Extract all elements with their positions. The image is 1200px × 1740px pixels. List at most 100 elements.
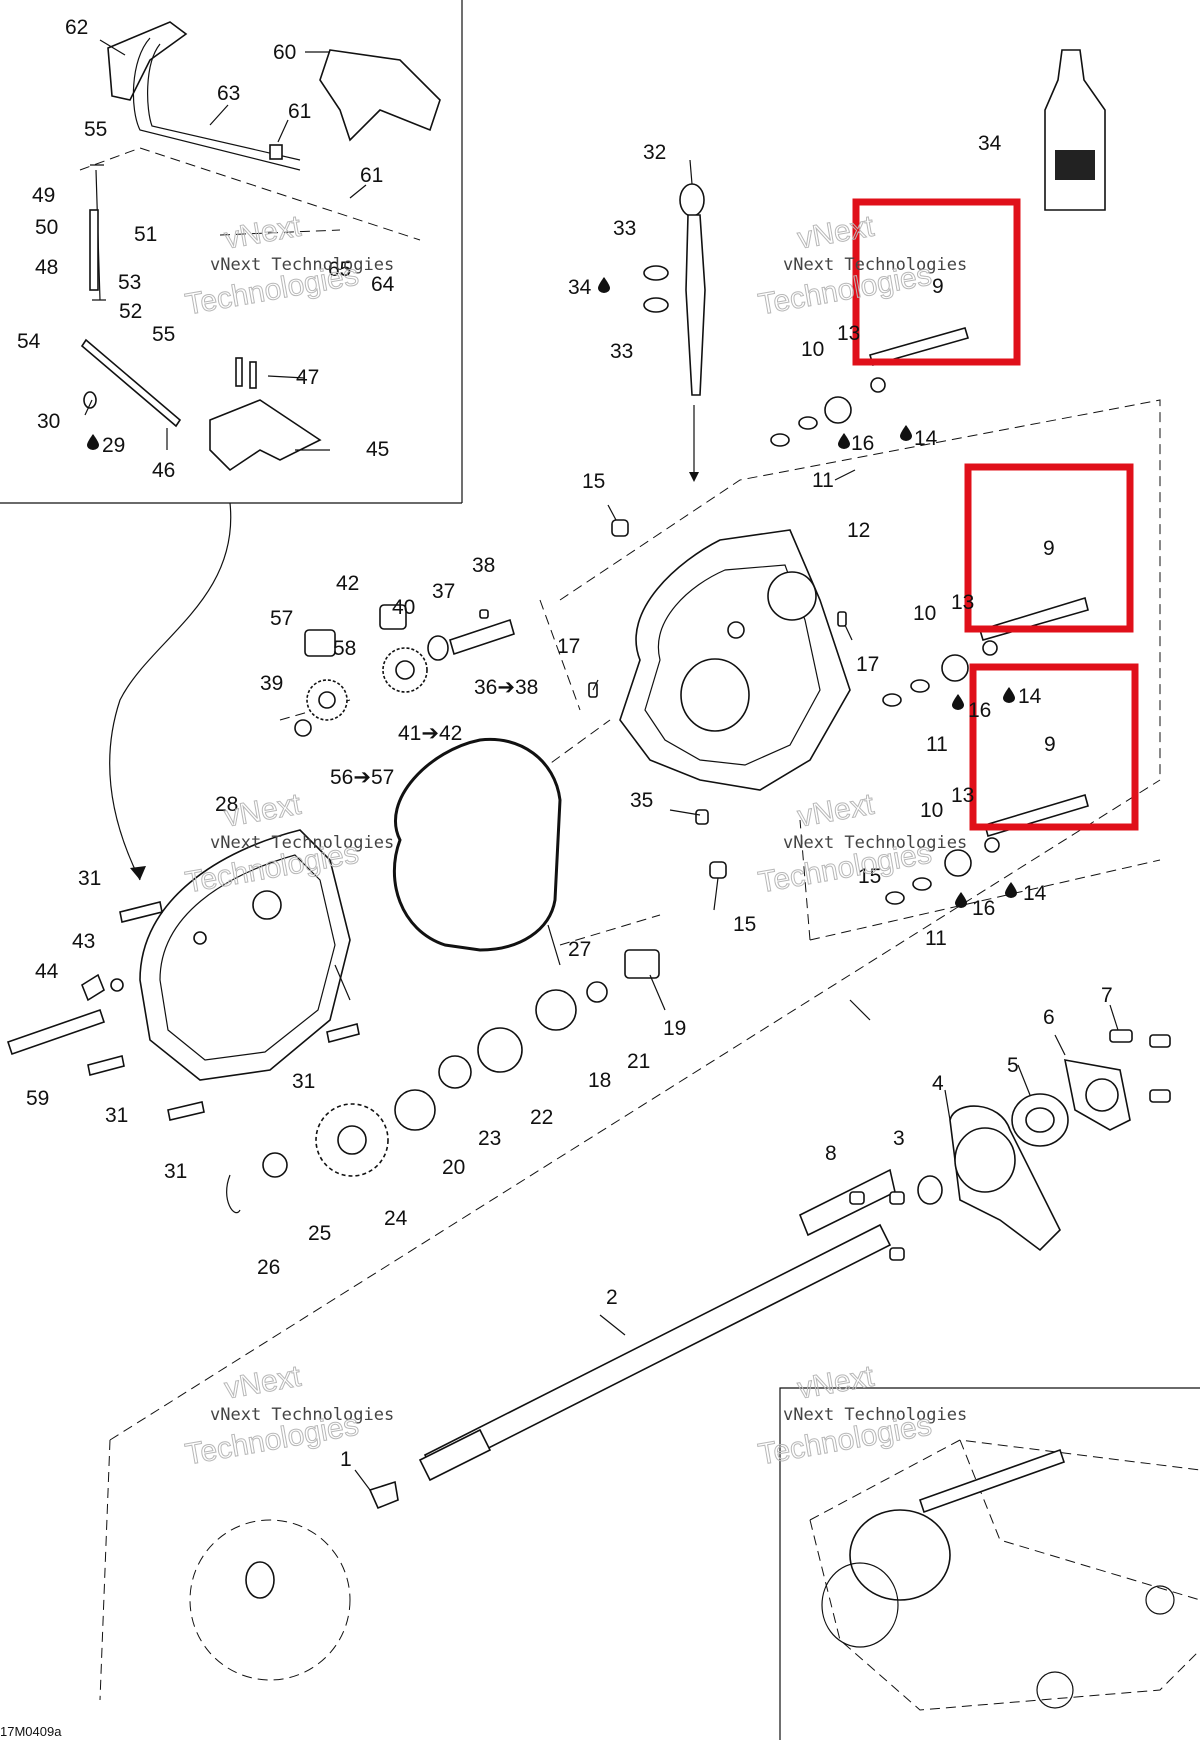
label-23: 23 xyxy=(478,1127,501,1150)
label-10: 10 xyxy=(920,799,943,822)
label-65: 65 xyxy=(328,258,351,281)
label-31: 31 xyxy=(78,867,101,890)
label-13: 13 xyxy=(951,591,974,614)
label-13: 13 xyxy=(951,784,974,807)
label-11: 11 xyxy=(925,927,947,950)
label-55: 55 xyxy=(152,323,175,346)
label-54: 54 xyxy=(17,330,41,353)
watermarks: vNext Technologies vNext Technologies vN… xyxy=(182,209,967,1472)
svg-text:vNext Technologies: vNext Technologies xyxy=(783,1405,967,1425)
label-30: 30 xyxy=(37,410,60,433)
label-19: 19 xyxy=(663,1017,686,1040)
label-13: 13 xyxy=(837,322,860,345)
label-38: 38 xyxy=(472,554,495,577)
label-55: 55 xyxy=(84,118,107,141)
label-11: 11 xyxy=(812,469,834,492)
shift-lever-62 xyxy=(107,21,188,101)
label-32: 32 xyxy=(643,141,666,164)
shift-linkage-inset xyxy=(0,0,463,881)
label-52: 52 xyxy=(119,300,142,323)
label-14: 14 xyxy=(914,427,938,450)
label-8: 8 xyxy=(825,1142,837,1165)
svg-text:vNext Technologies: vNext Technologies xyxy=(783,833,967,853)
label-2: 2 xyxy=(606,1286,618,1309)
label-31: 31 xyxy=(292,1070,315,1093)
label-16: 16 xyxy=(968,699,991,722)
label-17: 17 xyxy=(856,653,879,676)
label-63: 63 xyxy=(217,82,240,105)
label-45: 45 xyxy=(366,438,389,461)
label-51: 51 xyxy=(134,223,157,246)
label-1: 1 xyxy=(340,1448,352,1471)
label-9: 9 xyxy=(1044,733,1056,756)
label-48: 48 xyxy=(35,256,58,279)
drop-icon xyxy=(955,892,967,908)
label-29: 29 xyxy=(102,434,125,457)
label-15: 15 xyxy=(582,470,605,493)
label-47: 47 xyxy=(296,366,319,389)
label-40: 40 xyxy=(392,596,415,619)
label-31: 31 xyxy=(105,1104,128,1127)
label-4: 4 xyxy=(932,1072,944,1095)
label-59: 59 xyxy=(26,1087,49,1110)
svg-text:vNext Technologies: vNext Technologies xyxy=(210,833,394,853)
label-39: 39 xyxy=(260,672,283,695)
label-17: 17 xyxy=(557,635,580,658)
svg-text:vNext Technologies: vNext Technologies xyxy=(210,1405,394,1425)
drop-icon xyxy=(1003,687,1015,703)
label-12: 12 xyxy=(847,519,870,542)
label-60: 60 xyxy=(273,41,296,64)
label-37: 37 xyxy=(432,580,455,603)
vehicle-location-inset xyxy=(779,1387,1200,1740)
label-24: 24 xyxy=(384,1207,408,1230)
bearing-assembly xyxy=(849,1029,1171,1261)
svg-text:vNext Technologies: vNext Technologies xyxy=(783,255,967,275)
svg-text:vNext: vNext xyxy=(222,210,304,256)
label-6: 6 xyxy=(1043,1006,1055,1029)
label-16: 16 xyxy=(851,432,874,455)
gear-set xyxy=(226,604,660,1213)
highlight-bolt-9-lower xyxy=(969,663,1139,831)
part-number-labels: 62 60 63 61 55 61 49 50 51 48 65 64 53 5… xyxy=(17,16,1113,1471)
label-56: 56➔57 xyxy=(330,766,394,789)
label-53: 53 xyxy=(118,271,141,294)
drop-icon xyxy=(838,433,850,449)
label-28: 28 xyxy=(215,793,238,816)
label-20: 20 xyxy=(442,1156,465,1179)
watermark: vNext Technologies vNext Technologies xyxy=(182,1359,394,1472)
label-15: 15 xyxy=(858,865,881,888)
watermark: vNext Technologies vNext Technologies xyxy=(182,209,394,322)
dipstick-32 xyxy=(643,183,706,482)
label-36: 36➔38 xyxy=(474,676,538,699)
label-21: 21 xyxy=(627,1050,650,1073)
drop-icon xyxy=(598,277,610,293)
svg-text:vNext: vNext xyxy=(795,788,877,834)
label-64: 64 xyxy=(371,273,395,296)
label-10: 10 xyxy=(913,602,936,625)
label-44: 44 xyxy=(35,960,59,983)
highlight-bolt-9-middle xyxy=(964,463,1134,633)
label-34: 34 xyxy=(568,276,592,299)
svg-text:vNext: vNext xyxy=(795,210,877,256)
cover-bolts xyxy=(6,901,360,1121)
label-14: 14 xyxy=(1018,685,1042,708)
drop-icon xyxy=(900,425,912,441)
bracket-60 xyxy=(319,49,441,142)
figure-id: 17M0409a xyxy=(0,1724,62,1739)
watermark: vNext Technologies vNext Technologies xyxy=(755,209,967,322)
label-41: 41➔42 xyxy=(398,722,462,745)
label-7: 7 xyxy=(1101,984,1113,1007)
label-22: 22 xyxy=(530,1106,553,1129)
shaft-46 xyxy=(80,338,182,428)
label-18: 18 xyxy=(588,1069,611,1092)
lever-45 xyxy=(209,399,322,472)
label-3: 3 xyxy=(893,1127,905,1150)
label-26: 26 xyxy=(257,1256,280,1279)
label-61: 61 xyxy=(288,100,311,123)
label-16: 16 xyxy=(972,897,995,920)
highlight-boxes xyxy=(852,198,1139,831)
label-33: 33 xyxy=(610,340,633,363)
drop-icon xyxy=(952,694,964,710)
gasket-27 xyxy=(392,737,562,952)
